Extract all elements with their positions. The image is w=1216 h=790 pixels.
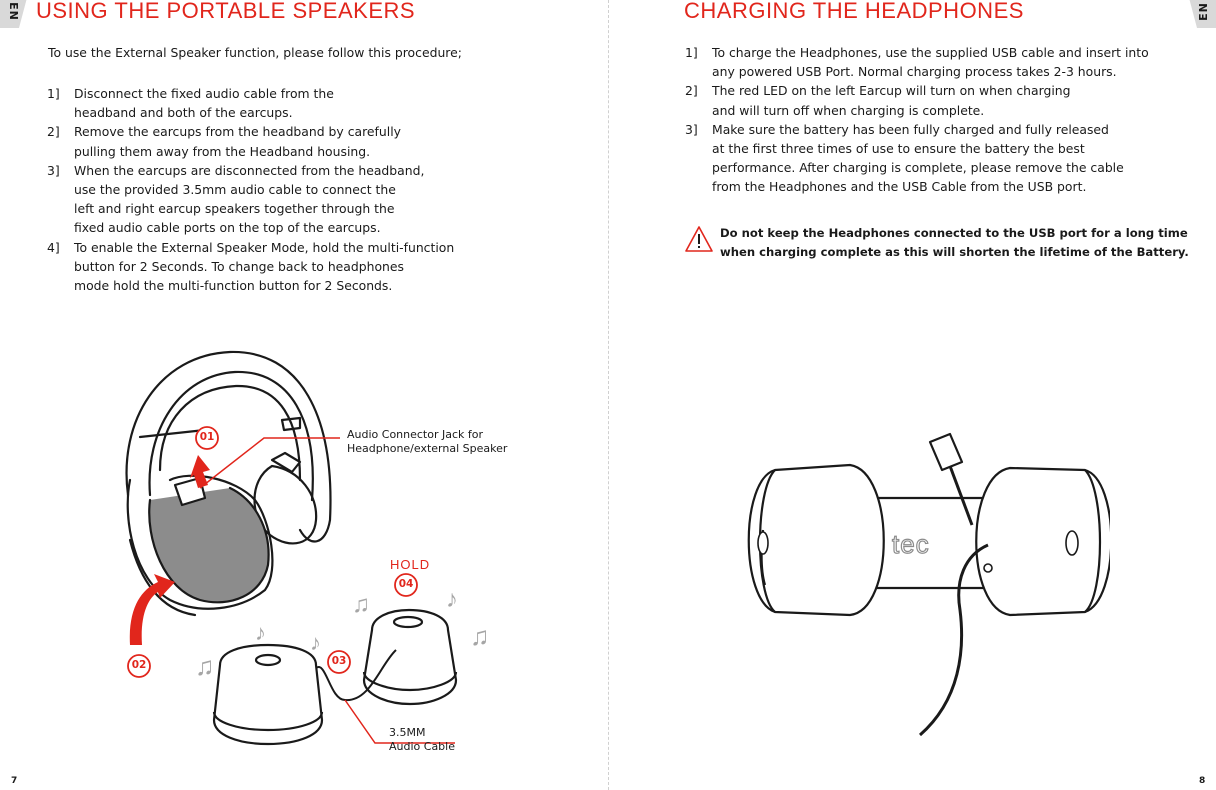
callout-circles [127,426,418,678]
speaker-illustration: ♫ ♪ ♪ ♫ ♪ ♫ [125,350,490,746]
jack-callout-label: Audio Connector Jack for Headphone/exter… [347,428,508,455]
cable-callout-label: 3.5MM Audio Cable [389,726,455,753]
charging-steps-list: 1]To charge the Headphones, use the supp… [685,43,1149,197]
music-notes: ♫ ♪ ♪ ♫ ♪ ♫ [195,586,490,681]
left-earcup [747,463,885,617]
callout-01: 01 [199,431,215,443]
list-item: 2]Remove the earcups from the headband b… [47,124,401,159]
arrow-up-icon [190,455,210,488]
right-speaker [362,608,458,706]
usb-cable [919,543,989,737]
hold-label: HOLD [390,557,431,572]
list-item: 1]To charge the Headphones, use the supp… [685,45,1149,80]
list-item: 4]To enable the External Speaker Mode, h… [47,239,455,294]
language-tab-right: EN [1188,0,1216,28]
page-title-left: USING THE PORTABLE SPEAKERS [36,0,416,23]
list-item: 3]Make sure the battery has been fully c… [685,121,1124,195]
music-note-icon: ♪ [446,586,458,613]
language-tab-left: EN [0,0,28,28]
callout-02: 02 [131,659,147,671]
brand-logo: tec [892,529,930,559]
callout-04: 04 [398,578,414,590]
page-number-left: 7 [11,776,18,786]
arrow-curved-icon [129,574,175,645]
music-note-icon: ♫ [195,651,215,681]
list-item: 3]When the earcups are disconnected from… [47,162,425,236]
right-earcup [975,466,1110,617]
music-note-icon: ♪ [310,630,321,655]
warning-triangle-icon [685,226,713,252]
callout-03: 03 [331,655,347,667]
headband-outline [125,350,332,543]
page-divider [608,0,609,790]
left-earcup [126,474,274,610]
list-item: 2]The red LED on the left Earcup will tu… [685,83,1071,118]
music-note-icon: ♫ [470,621,490,651]
page-title-right: CHARGING THE HEADPHONES [684,0,1024,23]
charging-illustration: tec [747,432,1110,737]
list-item: 1]Disconnect the fixed audio cable from … [47,86,334,121]
intro-text: To use the External Speaker function, pl… [48,45,462,60]
speaker-steps-list: 1]Disconnect the fixed audio cable from … [47,84,454,295]
left-speaker [212,643,324,746]
warning-text: Do not keep the Headphones connected to … [720,226,1189,259]
page-number-right: 8 [1199,776,1206,786]
music-note-icon: ♫ [352,591,370,618]
music-note-icon: ♪ [255,620,266,645]
